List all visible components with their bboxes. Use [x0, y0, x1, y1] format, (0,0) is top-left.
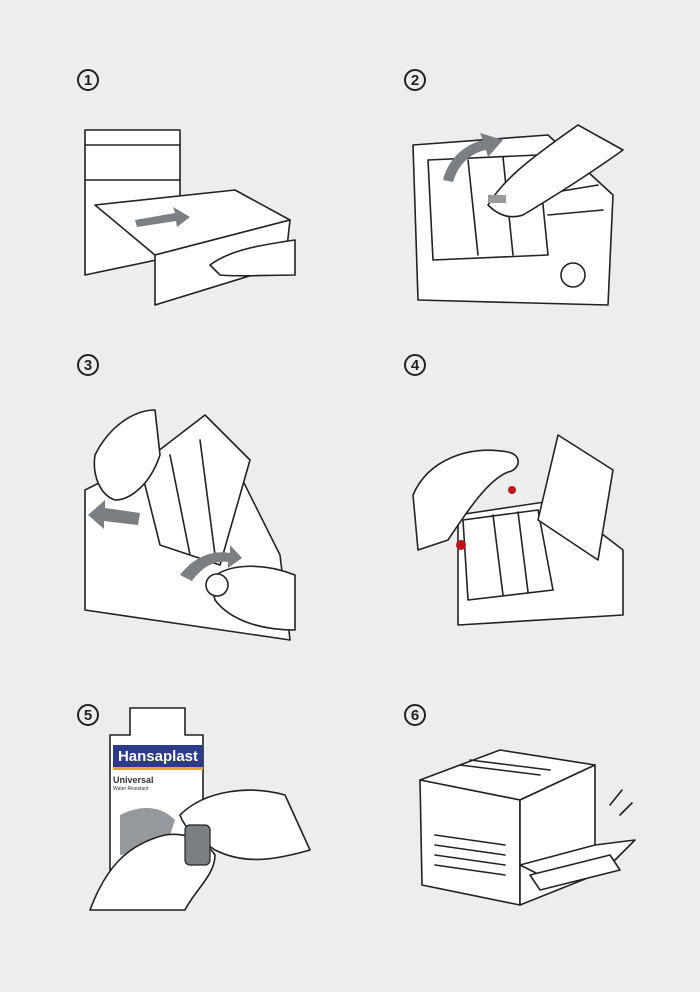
- step-number-5: 5: [77, 704, 99, 726]
- apply-plaster-hands-illustration: [89, 789, 311, 911]
- step-number-1: 1: [77, 69, 99, 91]
- lift-fuser-cover-illustration: [412, 124, 624, 306]
- plaster-box: Hansaplast Universal Water Resistant: [105, 705, 210, 880]
- brand-logo: Hansaplast: [113, 745, 203, 770]
- bleeding-finger-illustration: [412, 434, 624, 626]
- product-name: Universal: [113, 775, 154, 785]
- step-number-2: 2: [404, 69, 426, 91]
- step-number-4: 4: [404, 354, 426, 376]
- pull-jammed-paper-illustration: [84, 409, 296, 641]
- step-number-6: 6: [404, 704, 426, 726]
- open-paper-tray-illustration: [84, 129, 296, 306]
- step-number-3: 3: [77, 354, 99, 376]
- printer-working-illustration: [419, 749, 636, 906]
- product-tagline: Water Resistant: [113, 786, 149, 792]
